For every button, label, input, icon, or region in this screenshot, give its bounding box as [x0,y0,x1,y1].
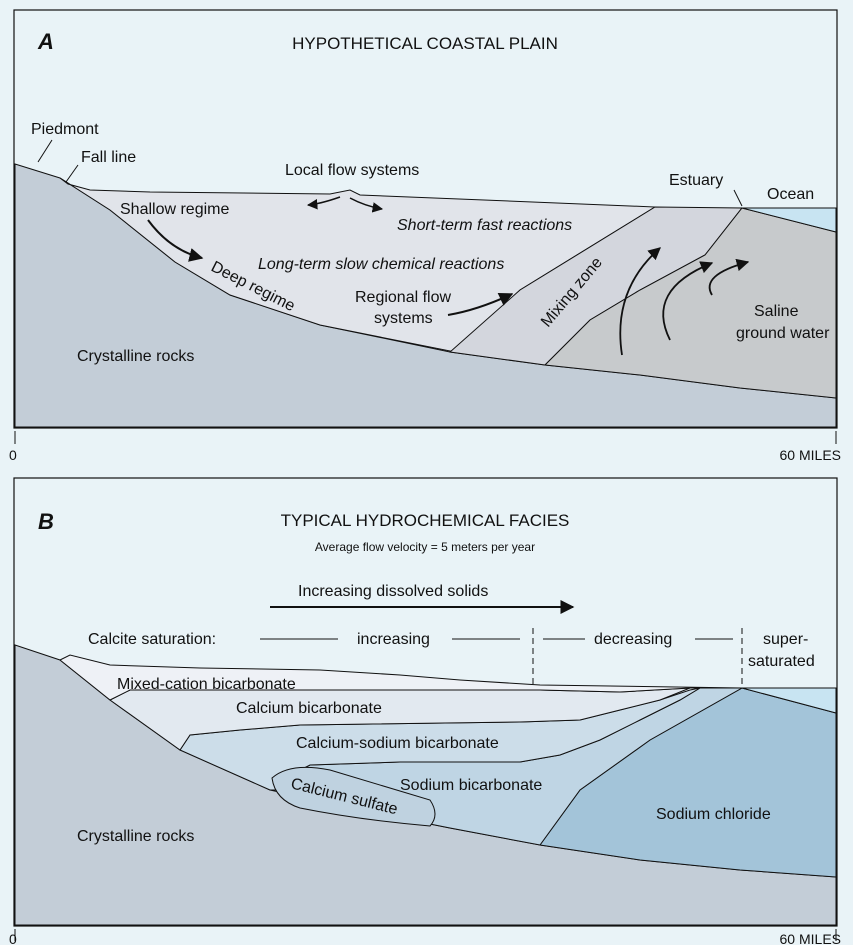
scale-a-start: 0 [9,447,17,463]
ocean-a [741,207,837,233]
label-fall-line: Fall line [81,149,136,166]
label-calcium-sodium: Calcium-sodium bicarbonate [296,735,499,752]
label-long-term: Long-term slow chemical reactions [258,256,504,273]
label-shallow-regime: Shallow regime [120,201,229,218]
local-flow-arrow-left [306,196,341,210]
saline-water-a [543,207,837,399]
shallow-to-deep-arrow [147,219,204,262]
local-flow-arrow-right [349,197,384,213]
scale-b-start: 0 [9,931,17,945]
label-increasing: increasing [357,631,430,648]
scale-b-end: 60 MILES [780,931,841,945]
panel-a-letter: A [37,29,54,54]
label-decreasing: decreasing [594,631,672,648]
panel-b-letter: B [38,509,54,534]
label-regional-flow-2: systems [374,310,433,327]
facies-calcium-sulfate [271,766,436,827]
panel-a: A HYPOTHETICAL COASTAL PLAIN Piedmont Fa… [9,9,841,463]
label-dissolved-solids: Increasing dissolved solids [298,583,488,600]
label-sodium-bicarbonate: Sodium bicarbonate [400,777,542,794]
label-crystalline-a: Crystalline rocks [77,348,194,365]
panel-b-title: TYPICAL HYDROCHEMICAL FACIES [281,511,570,530]
label-ocean: Ocean [767,186,814,203]
label-regional-flow-1: Regional flow [355,289,452,306]
label-super-2: saturated [748,653,815,670]
label-mixed-cation: Mixed-cation bicarbonate [117,676,296,693]
panel-a-title: HYPOTHETICAL COASTAL PLAIN [292,34,558,53]
label-calcium-bicarbonate: Calcium bicarbonate [236,700,382,717]
label-sodium-chloride: Sodium chloride [656,806,771,823]
saline-arrow-1 [619,247,661,356]
saline-arrow-2 [662,261,714,341]
label-calcite-saturation: Calcite saturation: [88,631,216,648]
label-saline-2: ground water [736,325,830,342]
scale-a-end: 60 MILES [780,447,841,463]
regional-flow-arrow [447,293,514,316]
label-short-term: Short-term fast reactions [397,217,572,234]
label-saline-1: Saline [754,303,799,320]
label-super-1: super- [763,631,808,648]
label-crystalline-b: Crystalline rocks [77,828,194,845]
ocean-b [741,687,837,714]
label-local-flow: Local flow systems [285,162,419,179]
saline-arrow-3 [708,258,750,296]
panel-b-subtitle: Average flow velocity = 5 meters per yea… [315,540,535,554]
label-piedmont: Piedmont [31,121,99,138]
label-estuary: Estuary [669,172,723,189]
panel-b: B TYPICAL HYDROCHEMICAL FACIES Average f… [9,477,841,945]
